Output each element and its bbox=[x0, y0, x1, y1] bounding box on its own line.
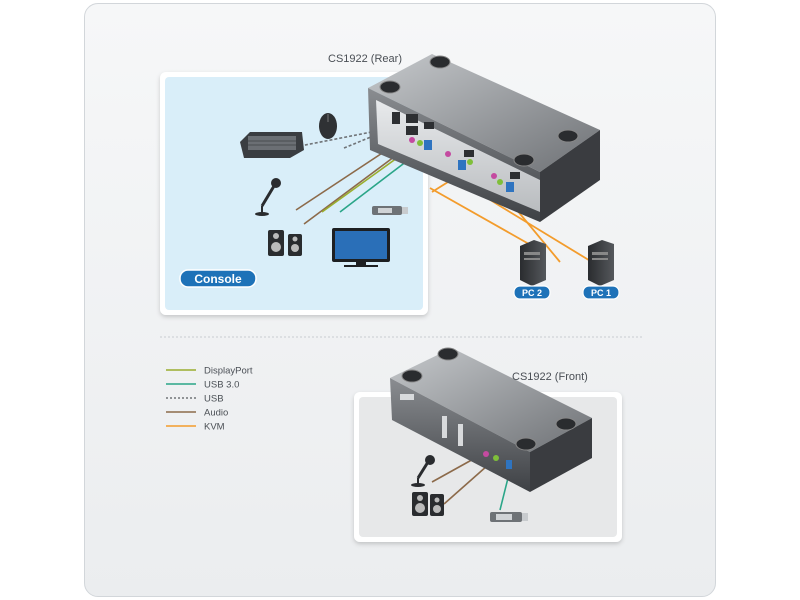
monitor-icon bbox=[332, 228, 390, 267]
microphone-icon bbox=[255, 178, 281, 216]
front-microphone-icon bbox=[411, 455, 435, 487]
pc1-label: PC 1 bbox=[591, 288, 611, 298]
pc2-tower-icon bbox=[520, 240, 546, 286]
rear-title: CS1922 (Rear) bbox=[328, 53, 402, 65]
pc2-badge: PC 2 bbox=[513, 285, 551, 300]
pc2-label: PC 2 bbox=[522, 288, 542, 298]
legend-label: USB 3.0 bbox=[204, 380, 239, 391]
front-title: CS1922 (Front) bbox=[512, 371, 588, 383]
front-speakers-icon bbox=[412, 492, 444, 516]
pc1-tower-icon bbox=[588, 240, 614, 286]
keyboard-icon bbox=[240, 132, 304, 158]
usb-drive-icon bbox=[372, 206, 408, 215]
mouse-icon bbox=[319, 113, 337, 139]
legend-label: DisplayPort bbox=[204, 366, 253, 377]
front-usb-drive-icon bbox=[490, 512, 528, 522]
pc1-badge: PC 1 bbox=[582, 285, 620, 300]
rear-kvm-switch-icon bbox=[368, 54, 600, 222]
console-label: Console bbox=[194, 272, 242, 286]
front-kvm-switch-icon bbox=[390, 347, 592, 492]
console-badge: Console bbox=[179, 269, 257, 288]
kvm-cable-pc2-b bbox=[429, 187, 537, 249]
legend-label: KVM bbox=[204, 422, 225, 433]
legend-label: Audio bbox=[204, 408, 228, 419]
speakers-icon bbox=[268, 230, 302, 256]
legend-label: USB bbox=[204, 394, 224, 405]
